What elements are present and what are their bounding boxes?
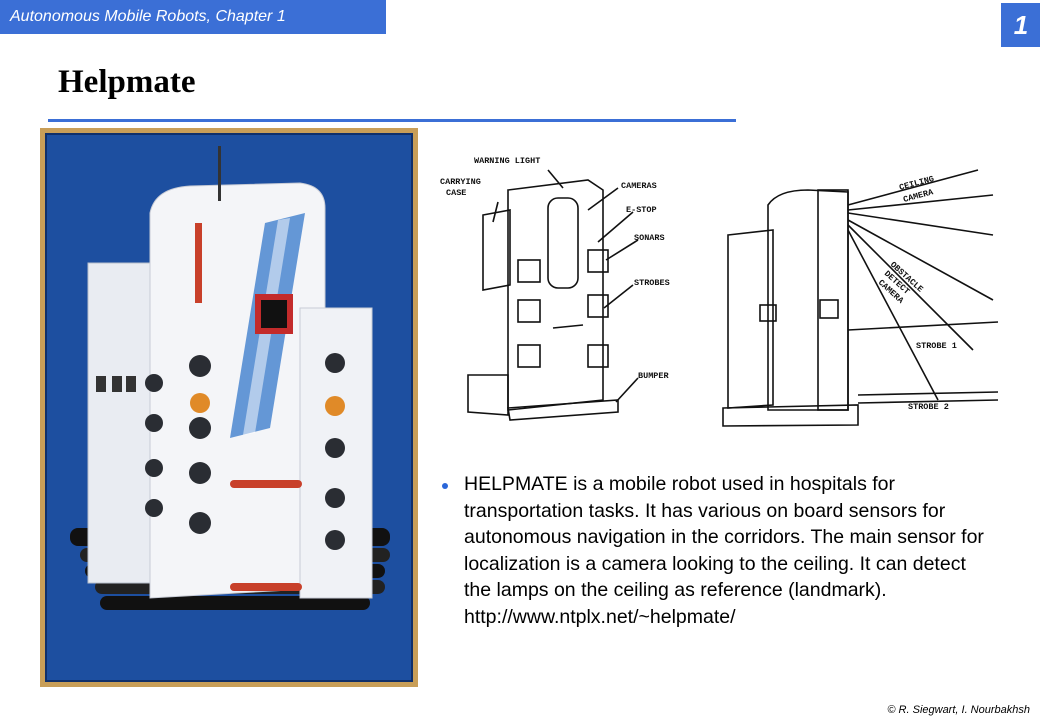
bullet-dot	[442, 483, 448, 489]
label-carrying: CARRYING	[440, 177, 481, 187]
slide-title: Helpmate	[58, 64, 196, 100]
label-cameras: CAMERAS	[621, 181, 657, 191]
label-strobe2: STROBE 2	[908, 402, 949, 412]
robot-photo-illustration	[45, 133, 413, 682]
robot-photo	[40, 128, 418, 687]
chapter-header: Autonomous Mobile Robots, Chapter 1	[0, 0, 386, 34]
label-strobe1: STROBE 1	[916, 341, 957, 351]
label-bumper: BUMPER	[638, 371, 670, 381]
label-warning-light: WARNING LIGHT	[474, 156, 540, 166]
helpmate-sensor-diagram: WARNING LIGHT CARRYING CASE CAMERAS E-ST…	[440, 156, 999, 427]
label-estop: E-STOP	[626, 205, 657, 215]
copyright-footer: © R. Siegwart, I. Nourbakhsh	[887, 704, 1030, 716]
page-number-badge: 1	[1001, 3, 1040, 47]
bullet-text: HELPMATE is a mobile robot used in hospi…	[464, 473, 984, 628]
label-sonars: SONARS	[634, 233, 665, 243]
title-underline	[48, 119, 736, 122]
label-strobes: STROBES	[634, 278, 670, 288]
label-case: CASE	[446, 188, 466, 198]
